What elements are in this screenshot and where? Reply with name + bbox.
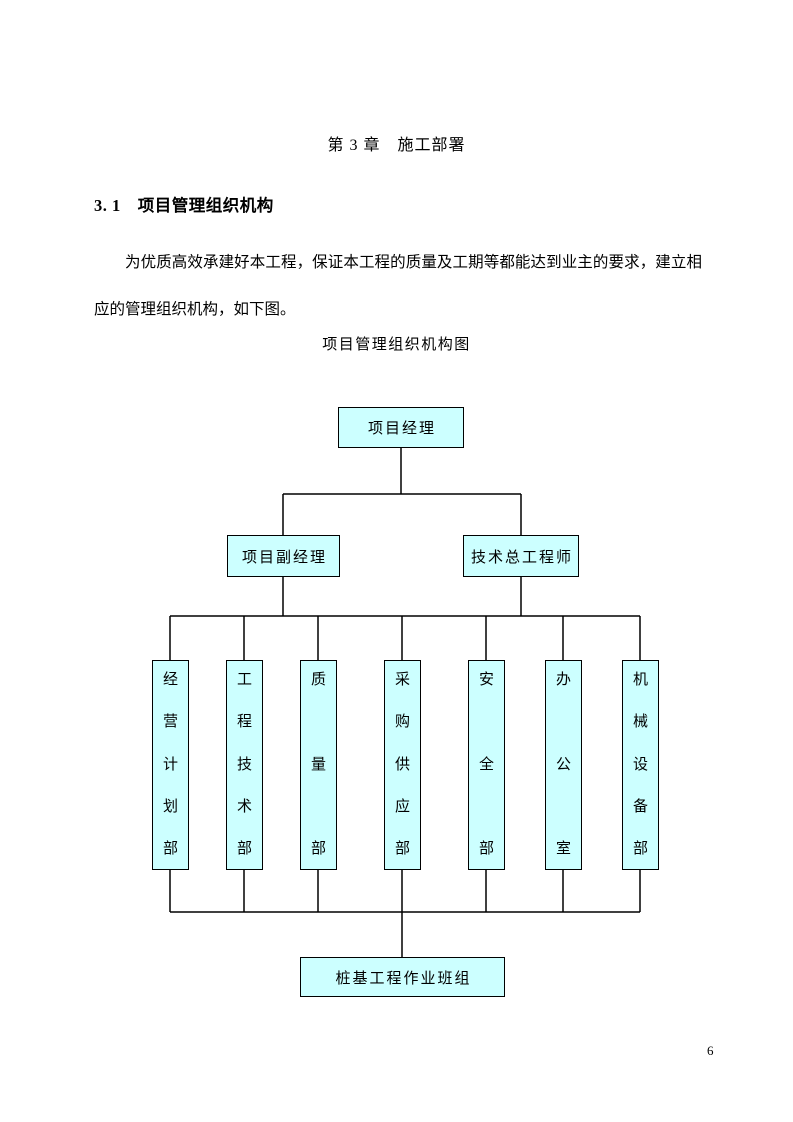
department-char: 办	[555, 672, 571, 688]
department-char: 全	[478, 756, 494, 773]
department-char: 程	[236, 714, 252, 731]
figure-title: 项目管理组织机构图	[322, 337, 471, 353]
section-heading: 3. 1 项目管理组织机构	[94, 196, 274, 215]
department-char: 机	[632, 672, 648, 688]
department-char: 公	[555, 756, 571, 773]
department-char: 室	[555, 841, 571, 857]
department-char: 备	[632, 798, 648, 815]
chapter-title: 第 3 章 施工部署	[327, 137, 466, 154]
department-char: 应	[394, 798, 410, 815]
department-char: 技	[236, 756, 252, 773]
department-char: 部	[632, 841, 648, 857]
department-char: 质	[310, 672, 326, 688]
node-chief-technical-engineer: 技术总工程师	[463, 535, 579, 577]
department-char: 部	[236, 841, 252, 857]
node-department-4: 采购供应部	[384, 660, 421, 870]
department-char: 量	[310, 756, 326, 773]
department-char: 术	[236, 798, 252, 815]
page-number: 6	[707, 1043, 714, 1058]
node-pile-work-team: 桩基工程作业班组	[300, 957, 505, 997]
department-char: 经	[162, 672, 178, 688]
department-char: 采	[394, 672, 410, 688]
node-project-manager: 项目经理	[338, 407, 464, 448]
node-department-5: 安全部	[468, 660, 505, 870]
node-department-1: 经营计划部	[152, 660, 189, 870]
department-char: 划	[162, 798, 178, 815]
department-char: 部	[162, 841, 178, 857]
department-char: 安	[478, 672, 494, 688]
node-department-2: 工程技术部	[226, 660, 263, 870]
department-char: 部	[310, 841, 326, 857]
department-char: 供	[394, 756, 410, 773]
body-paragraph: 为优质高效承建好本工程，保证本工程的质量及工期等都能达到业主的要求，建立相应的管…	[94, 254, 702, 318]
department-char: 工	[236, 672, 252, 688]
node-department-7: 机械设备部	[622, 660, 659, 870]
department-char: 部	[394, 841, 410, 857]
department-char: 部	[478, 841, 494, 857]
node-department-3: 质量部	[300, 660, 337, 870]
department-char: 购	[394, 714, 410, 731]
node-deputy-project-manager: 项目副经理	[227, 535, 340, 577]
department-char: 设	[632, 756, 648, 773]
department-char: 营	[162, 714, 178, 731]
department-char: 计	[162, 756, 178, 773]
node-department-6: 办公室	[545, 660, 582, 870]
department-char: 械	[632, 714, 648, 731]
